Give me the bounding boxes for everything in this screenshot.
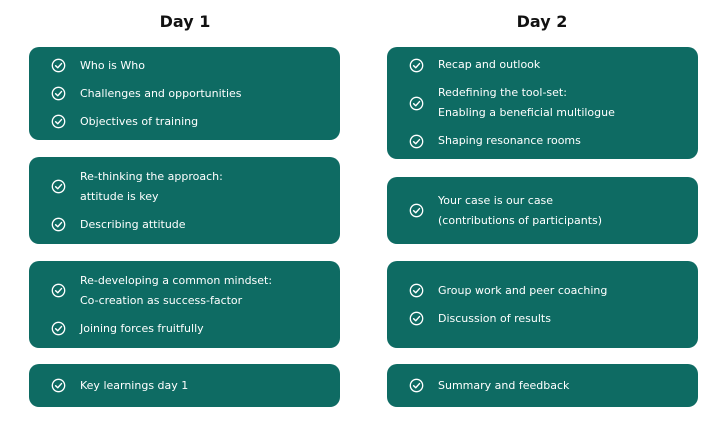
agenda-item: Re-thinking the approach: attitude is key bbox=[51, 167, 330, 207]
agenda-item: Who is Who bbox=[51, 56, 330, 76]
check-circle-icon bbox=[51, 283, 66, 298]
agenda-item-text: Recap and outlook bbox=[438, 55, 540, 75]
agenda-item-text: Objectives of training bbox=[80, 112, 198, 132]
agenda-item-line: Re-developing a common mindset: bbox=[80, 273, 273, 287]
agenda-item-line: Joining forces fruitfully bbox=[80, 321, 204, 335]
agenda-item-line: Co-creation as success-factor bbox=[80, 293, 243, 307]
agenda-item-text: Re-developing a common mindset: Co-creati… bbox=[80, 271, 272, 311]
agenda-item-text: Shaping resonance rooms bbox=[438, 131, 581, 151]
check-circle-icon bbox=[409, 134, 424, 148]
check-circle-icon bbox=[409, 378, 424, 393]
agenda-item-line: Challenges and opportunities bbox=[80, 86, 242, 100]
agenda-item-line: Enabling a beneficial multilogue bbox=[438, 106, 615, 119]
agenda-item: Recap and outlook bbox=[409, 55, 688, 75]
agenda-item: Challenges and opportunities bbox=[51, 84, 330, 104]
agenda-item: Discussion of results bbox=[409, 309, 688, 329]
agenda-item-text: Who is Who bbox=[80, 56, 145, 76]
agenda-item-text: Summary and feedback bbox=[438, 376, 569, 396]
day2-card-4: Summary and feedback bbox=[387, 364, 698, 407]
agenda-item-line: Shaping resonance rooms bbox=[438, 134, 581, 147]
agenda-item-text: Re-thinking the approach: attitude is key bbox=[80, 167, 223, 207]
agenda-item-line: (contributions of participants) bbox=[438, 213, 603, 227]
agenda-item: Joining forces fruitfully bbox=[51, 319, 330, 339]
agenda-item: Redefining the tool-set: Enabling a benef… bbox=[409, 83, 688, 123]
day1-card-3: Re-developing a common mindset: Co-creati… bbox=[29, 261, 340, 348]
agenda-item: Summary and feedback bbox=[409, 376, 688, 396]
agenda-item-text: Redefining the tool-set: Enabling a benef… bbox=[438, 83, 615, 123]
check-circle-icon bbox=[51, 378, 66, 393]
agenda-item: Re-developing a common mindset: Co-creati… bbox=[51, 271, 330, 311]
check-circle-icon bbox=[409, 203, 424, 218]
agenda-item-text: Describing attitude bbox=[80, 215, 186, 235]
agenda-item-line: attitude is key bbox=[80, 189, 159, 203]
check-circle-icon bbox=[409, 283, 424, 298]
agenda-item-line: Key learnings day 1 bbox=[80, 378, 189, 392]
agenda-item: Your case is our case (contributions of p… bbox=[409, 191, 688, 231]
agenda-item-line: Redefining the tool-set: bbox=[438, 86, 567, 99]
agenda-item-line: Group work and peer coaching bbox=[438, 283, 608, 297]
day1-card-2: Re-thinking the approach: attitude is key… bbox=[29, 157, 340, 244]
agenda-item-line: Objectives of training bbox=[80, 114, 199, 128]
agenda-item-text: Challenges and opportunities bbox=[80, 84, 242, 104]
check-circle-icon bbox=[51, 179, 66, 194]
agenda-item-line: Discussion of results bbox=[438, 311, 551, 325]
day1-card-4: Key learnings day 1 bbox=[29, 364, 340, 407]
agenda-item-text: Key learnings day 1 bbox=[80, 376, 188, 396]
agenda-item: Group work and peer coaching bbox=[409, 281, 688, 301]
check-circle-icon bbox=[51, 58, 66, 73]
check-circle-icon bbox=[409, 311, 424, 326]
agenda-item-line: Re-thinking the approach: bbox=[80, 169, 223, 183]
day2-card-2: Your case is our case (contributions of p… bbox=[387, 177, 698, 244]
agenda-item-text: Joining forces fruitfully bbox=[80, 319, 204, 339]
check-circle-icon bbox=[51, 217, 66, 232]
agenda-item: Describing attitude bbox=[51, 215, 330, 235]
agenda-item-text: Your case is our case (contributions of p… bbox=[438, 191, 602, 231]
agenda-item: Shaping resonance rooms bbox=[409, 131, 688, 151]
agenda-item: Key learnings day 1 bbox=[51, 376, 330, 396]
agenda-item-text: Discussion of results bbox=[438, 309, 551, 329]
agenda-item-line: Summary and feedback bbox=[438, 378, 570, 392]
agenda-item-line: Who is Who bbox=[80, 58, 145, 72]
check-circle-icon bbox=[51, 86, 66, 101]
agenda-item-line: Recap and outlook bbox=[438, 58, 541, 71]
agenda-item-text: Group work and peer coaching bbox=[438, 281, 607, 301]
check-circle-icon bbox=[51, 114, 66, 129]
agenda-item: Objectives of training bbox=[51, 112, 330, 132]
day2-title: Day 2 bbox=[516, 12, 568, 31]
check-circle-icon bbox=[409, 96, 424, 110]
check-circle-icon bbox=[51, 321, 66, 336]
check-circle-icon bbox=[409, 58, 424, 72]
agenda-item-line: Your case is our case bbox=[438, 193, 554, 207]
day1-title: Day 1 bbox=[159, 12, 211, 31]
agenda-item-line: Describing attitude bbox=[80, 217, 186, 231]
